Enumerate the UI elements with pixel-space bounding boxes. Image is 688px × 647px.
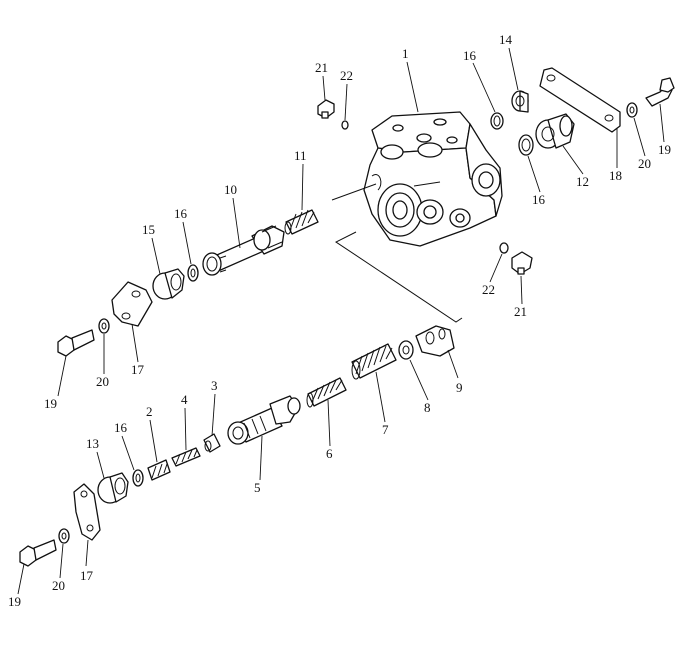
valve-body [363,111,503,247]
bolt-19-right [645,77,675,107]
label-20-left-lower: 20 [52,578,65,593]
label-6: 6 [326,446,333,461]
o-ring-22-upper [341,120,349,130]
spring-4 [171,447,201,467]
label-17-lower: 17 [80,568,94,583]
washer-20-right [626,102,638,118]
label-21-lower: 21 [514,304,527,319]
label-18: 18 [609,168,622,183]
label-2: 2 [146,404,153,419]
label-14: 14 [499,32,513,47]
spool-5 [227,395,301,445]
label-19-right: 19 [658,142,671,157]
o-ring-22-lower [499,242,509,254]
o-ring-16-right [518,134,534,156]
spring-2 [147,459,171,481]
label-1: 1 [402,46,409,61]
label-3: 3 [211,378,218,393]
spool-10 [202,225,285,276]
label-12: 12 [576,174,589,189]
plug-12 [535,113,575,149]
bolt-21-lower [511,251,533,275]
label-21-upper: 21 [315,60,328,75]
o-ring-16-lower [132,469,144,487]
spring-11 [284,209,319,235]
label-9: 9 [456,380,463,395]
label-19-left-upper: 19 [44,396,57,411]
plug-14 [511,90,529,113]
plate-18 [539,67,621,133]
label-10: 10 [224,182,237,197]
spring-7 [351,343,397,380]
cap-9 [415,325,455,357]
label-20-right: 20 [638,156,651,171]
washer-20-left-upper [98,318,110,334]
label-16-right: 16 [532,192,546,207]
o-ring-16-top [490,112,504,130]
bolt-19-left-lower [19,539,57,567]
bolt-21-upper [317,99,335,119]
washer-8 [398,340,414,360]
label-22-lower: 22 [482,282,495,297]
label-16-lower: 16 [114,420,128,435]
plug-13 [97,472,129,504]
label-22-upper: 22 [340,68,353,83]
label-5: 5 [254,480,261,495]
label-19-left-lower: 19 [8,594,21,609]
label-16-top: 16 [463,48,477,63]
label-13: 13 [86,436,99,451]
bolt-19-left-upper [57,329,95,357]
label-15: 15 [142,222,155,237]
leader-body-to-9 [335,231,463,323]
washer-20-left-lower [58,528,70,544]
label-17-upper: 17 [131,362,145,377]
label-20-left-upper: 20 [96,374,109,389]
label-4: 4 [181,392,188,407]
plate-17-lower [73,483,101,541]
collar-3 [203,433,221,453]
label-16-left-upper: 16 [174,206,188,221]
o-ring-16-left-upper [187,264,199,282]
callout-labels: 1 21 22 16 14 16 12 18 20 19 22 21 11 10… [8,32,671,609]
spring-6 [306,377,347,408]
leader-lines [17,47,665,595]
label-8: 8 [424,400,431,415]
plate-17-upper [111,281,153,327]
label-7: 7 [382,422,389,437]
label-11: 11 [294,148,307,163]
plug-15 [152,268,185,300]
